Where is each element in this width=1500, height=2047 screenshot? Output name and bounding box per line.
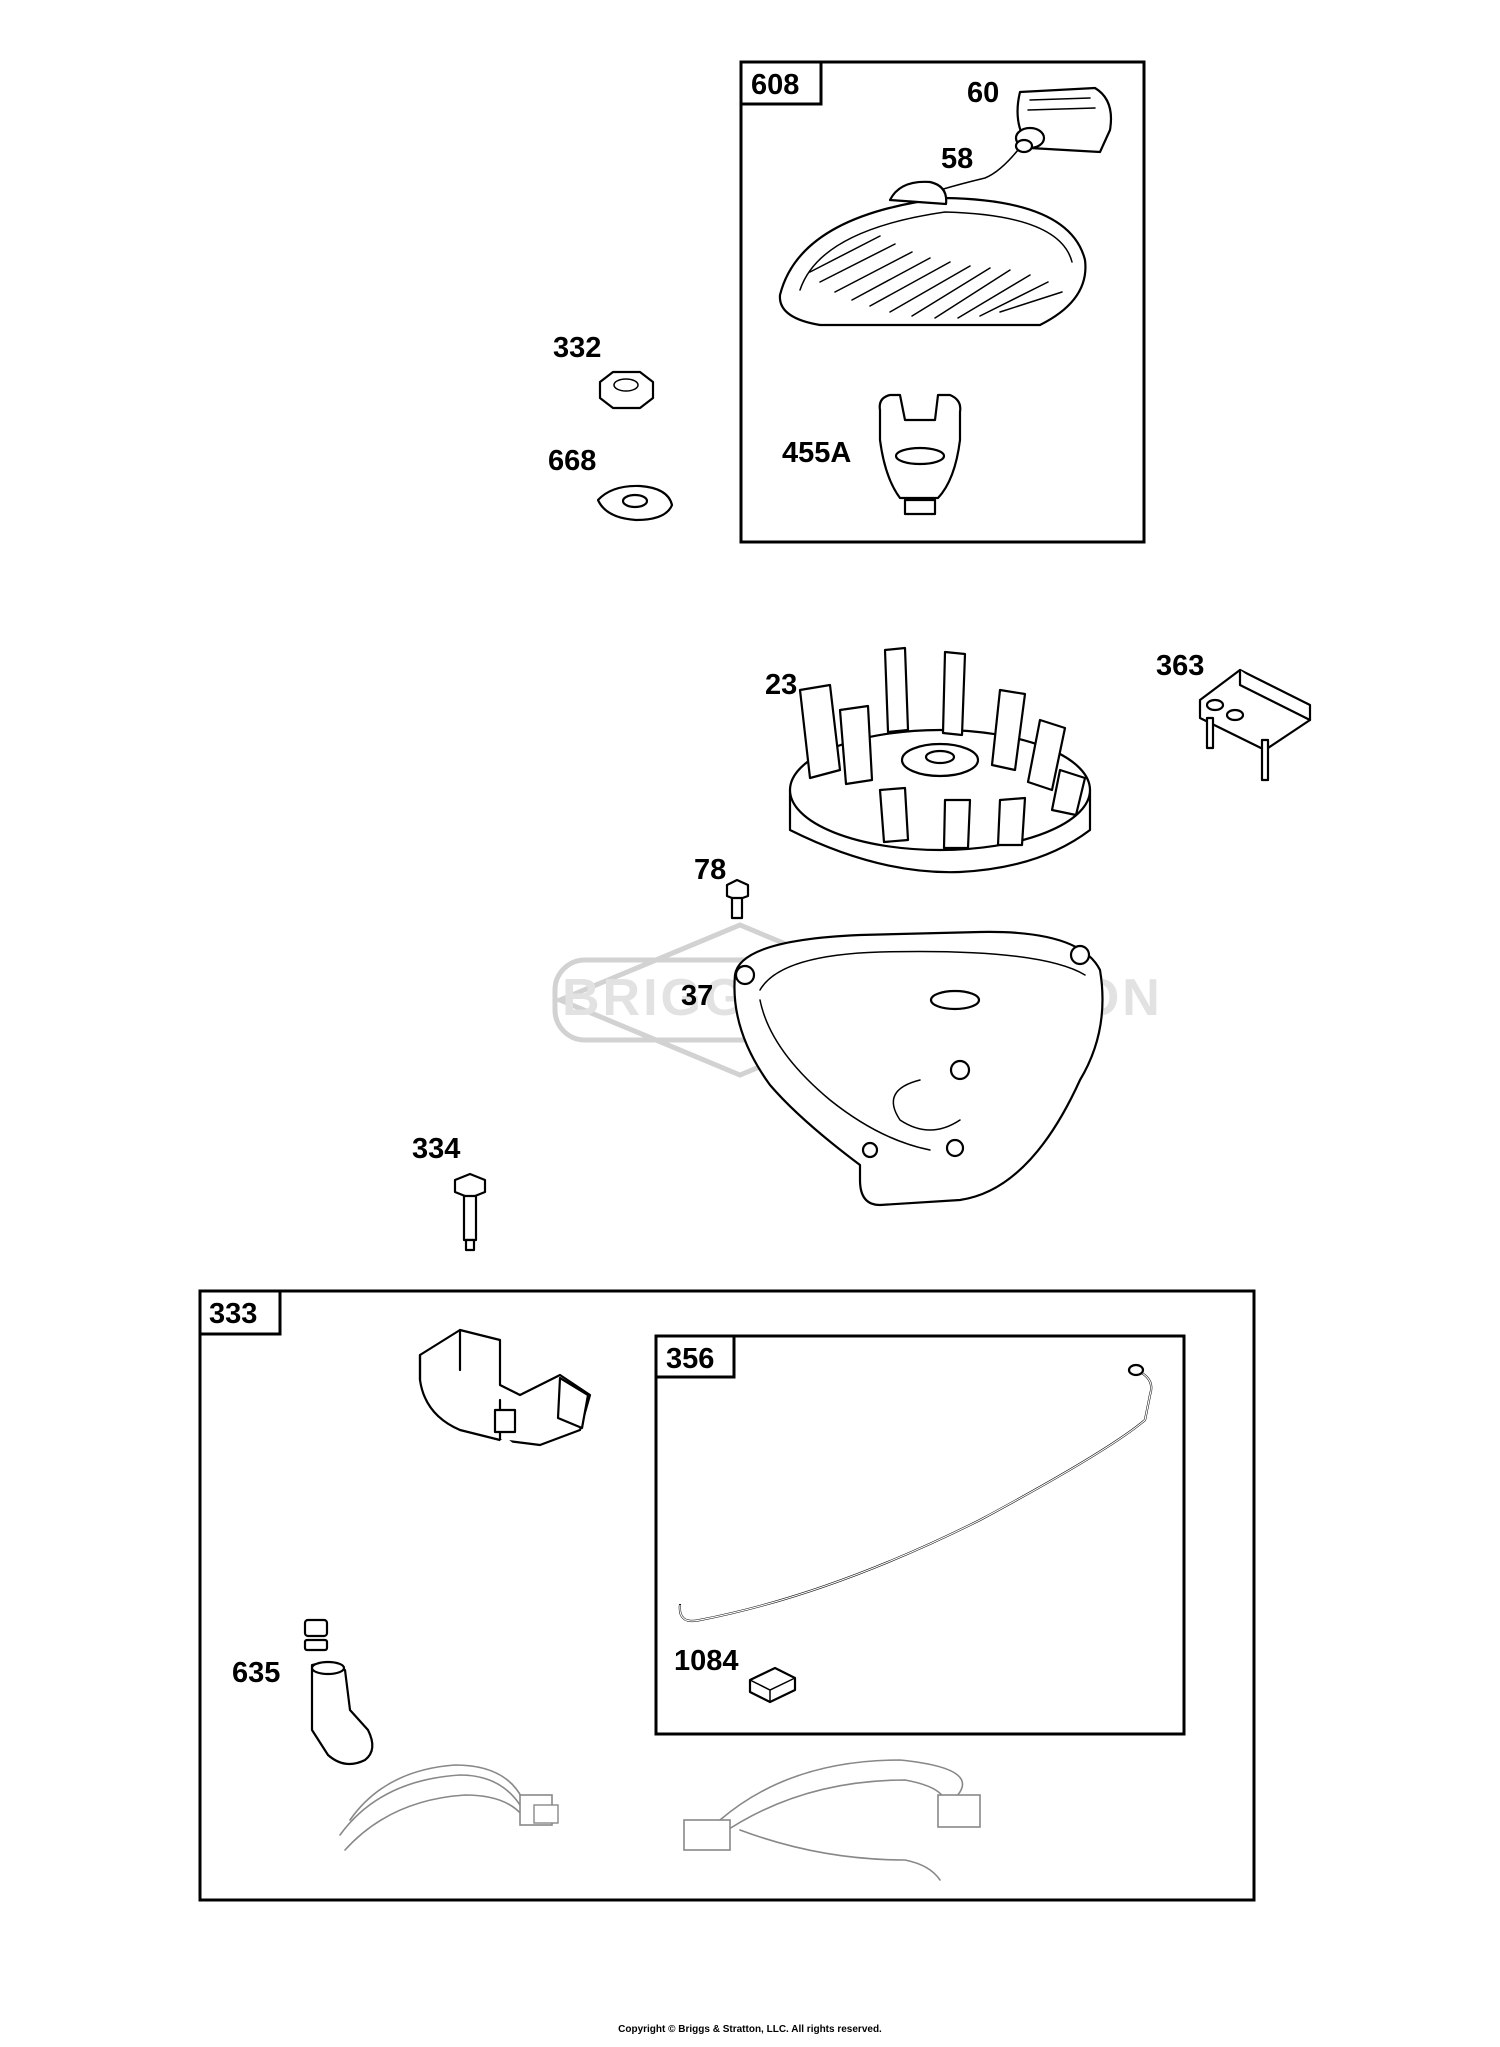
armature-coil-part bbox=[418, 1328, 592, 1447]
flywheel-part bbox=[788, 646, 1092, 874]
starter-cup-part bbox=[878, 393, 962, 516]
label-635: 635 bbox=[232, 1657, 280, 1689]
label-668: 668 bbox=[548, 445, 596, 477]
label-455A: 455A bbox=[782, 437, 851, 469]
nut-part bbox=[598, 370, 655, 410]
bolt-334-part bbox=[453, 1172, 487, 1252]
label-363: 363 bbox=[1156, 650, 1204, 682]
box-333: 333 bbox=[198, 1289, 1256, 1902]
ground-wire-part bbox=[678, 1363, 1153, 1623]
label-334: 334 bbox=[412, 1133, 460, 1165]
label-37: 37 bbox=[681, 980, 713, 1012]
box-356: 356 bbox=[654, 1334, 1186, 1736]
label-333: 333 bbox=[209, 1298, 257, 1330]
connector-part bbox=[748, 1666, 797, 1704]
armature-lead-part bbox=[286, 1438, 533, 1667]
starter-handle-part bbox=[1014, 86, 1113, 154]
label-356: 356 bbox=[666, 1343, 714, 1375]
copyright-footer: Copyright © Briggs & Stratton, LLC. All … bbox=[618, 2024, 882, 2035]
label-1084: 1084 bbox=[674, 1645, 739, 1677]
label-23: 23 bbox=[765, 669, 797, 701]
bolt-78-part bbox=[725, 878, 750, 920]
wire-harness-right bbox=[683, 1759, 981, 1881]
wire-harness-left bbox=[339, 1764, 559, 1851]
bracket-part bbox=[1198, 668, 1312, 782]
label-78: 78 bbox=[694, 854, 726, 886]
label-332: 332 bbox=[553, 332, 601, 364]
starter-rope-part bbox=[939, 149, 1019, 191]
spark-plug-boot-part bbox=[310, 1660, 374, 1766]
box-608: 608 bbox=[739, 60, 1146, 544]
label-58: 58 bbox=[941, 143, 973, 175]
label-60: 60 bbox=[967, 77, 999, 109]
label-608: 608 bbox=[751, 69, 799, 101]
blower-housing-part bbox=[733, 930, 1104, 1207]
rewind-starter-housing-part bbox=[778, 180, 1087, 327]
washer-part bbox=[596, 484, 674, 522]
